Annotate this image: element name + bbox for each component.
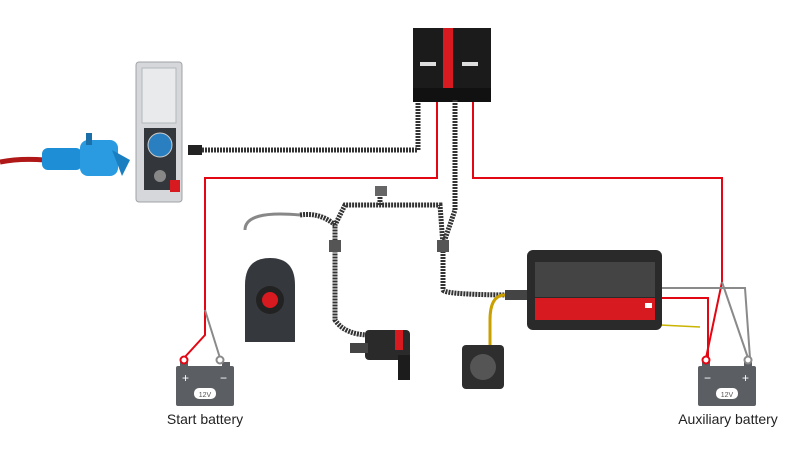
auxiliary-battery-label: Auxiliary battery	[678, 411, 778, 427]
aux-battery-voltage: 12V	[721, 392, 734, 399]
battery-charger	[505, 250, 662, 330]
inlet-cable	[190, 100, 421, 153]
svg-text:+: +	[182, 371, 189, 385]
charger-negative	[660, 287, 751, 359]
hose-network	[299, 100, 521, 338]
start-battery-voltage: 12V	[199, 392, 212, 399]
control-unit	[413, 28, 491, 102]
start-battery: + − 12V	[176, 355, 234, 406]
heater-unit	[245, 258, 295, 342]
charger-positive	[660, 297, 709, 358]
power-socket	[462, 293, 506, 389]
mains-cable	[0, 156, 46, 165]
auxiliary-battery: − + 12V	[698, 355, 756, 406]
pump	[350, 330, 410, 380]
charger-lead	[659, 324, 701, 328]
negative-wire-aux	[721, 281, 749, 359]
heater-cable	[243, 212, 301, 231]
svg-text:−: −	[704, 371, 711, 385]
svg-text:+: +	[742, 371, 749, 385]
svg-text:−: −	[220, 371, 227, 385]
start-battery-label: Start battery	[166, 411, 244, 427]
positive-wire-aux	[472, 102, 723, 359]
shore-power-plug	[42, 133, 130, 176]
positive-wire-start	[183, 102, 438, 359]
negative-wire-start	[204, 309, 221, 359]
shore-power-inlet	[135, 61, 183, 203]
